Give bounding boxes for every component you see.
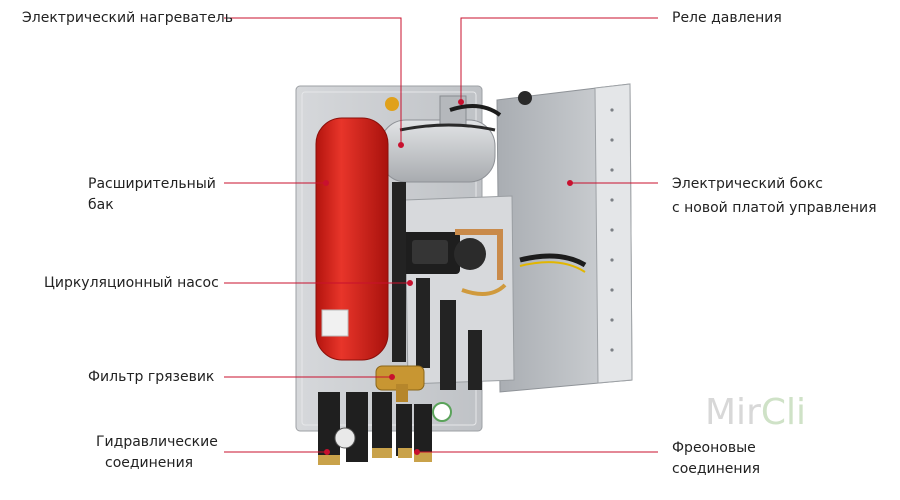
freon-connections	[396, 402, 452, 462]
leader-lines	[224, 17, 658, 455]
circulation-pump	[400, 229, 507, 296]
label-electric-heater: Электрический нагреватель	[22, 10, 234, 26]
label-expansion-tank-line2: бак	[88, 197, 114, 213]
watermark-cli: Cli	[760, 392, 807, 433]
leader-pressure-relay	[460, 17, 658, 102]
label-circulation-pump: Циркуляционный насос	[44, 275, 219, 291]
electric-box-door	[496, 83, 633, 393]
expansion-tank	[315, 117, 389, 361]
insulated-pipes	[392, 182, 482, 390]
dirt-filter	[375, 365, 425, 402]
label-hydraulic-line2: соединения	[105, 455, 194, 471]
mircli-watermark-logo: MirCli	[705, 392, 806, 433]
label-dirt-filter: Фильтр грязевик	[88, 369, 215, 385]
hydraulic-connections	[318, 392, 392, 465]
label-hydraulic-line1: Гидравлические	[96, 434, 218, 450]
label-electric-box-line2: с новой платой управления	[672, 200, 877, 216]
label-pressure-relay: Реле давления	[672, 10, 782, 26]
label-electric-box-line1: Электрический бокс	[672, 176, 823, 192]
electric-heater	[379, 95, 502, 183]
label-freon-line1: Фреоновые	[672, 440, 756, 456]
label-expansion-tank-line1: Расширительный	[88, 176, 216, 192]
leader-heater	[224, 17, 402, 145]
label-freon-line2: соединения	[672, 461, 761, 477]
watermark-mir: Mir	[705, 392, 761, 433]
